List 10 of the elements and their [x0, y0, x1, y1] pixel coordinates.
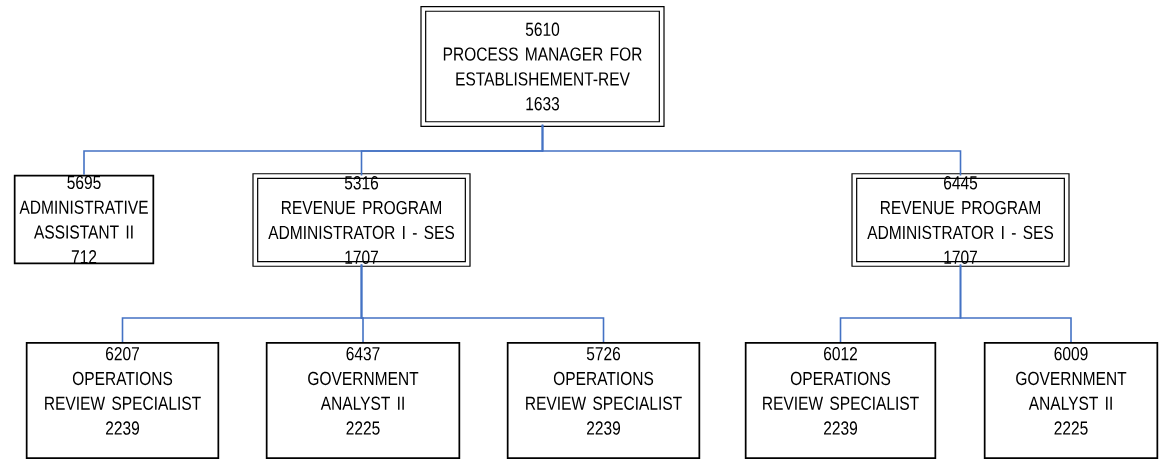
connector-line — [959, 263, 1072, 343]
connector-line — [360, 263, 605, 343]
position-box: 5610 PROCESS MANAGER FOR ESTABLISHEMENT-REV 1633 — [420, 6, 665, 127]
position-box: 5695 ADMINISTRATIVE ASSISTANT II 712 — [13, 174, 155, 265]
position-box: 6009 GOVERNMENT ANALYST II 2225 — [983, 342, 1159, 459]
position-box: 6207 OPERATIONS REVIEW SPECIALIST 2239 — [25, 342, 220, 459]
position-box: 5726 OPERATIONS REVIEW SPECIALIST 2239 — [506, 342, 701, 459]
position-box: 6012 OPERATIONS REVIEW SPECIALIST 2239 — [744, 342, 937, 459]
connector-line — [541, 123, 962, 177]
position-box: 6437 GOVERNMENT ANALYST II 2225 — [265, 342, 461, 459]
